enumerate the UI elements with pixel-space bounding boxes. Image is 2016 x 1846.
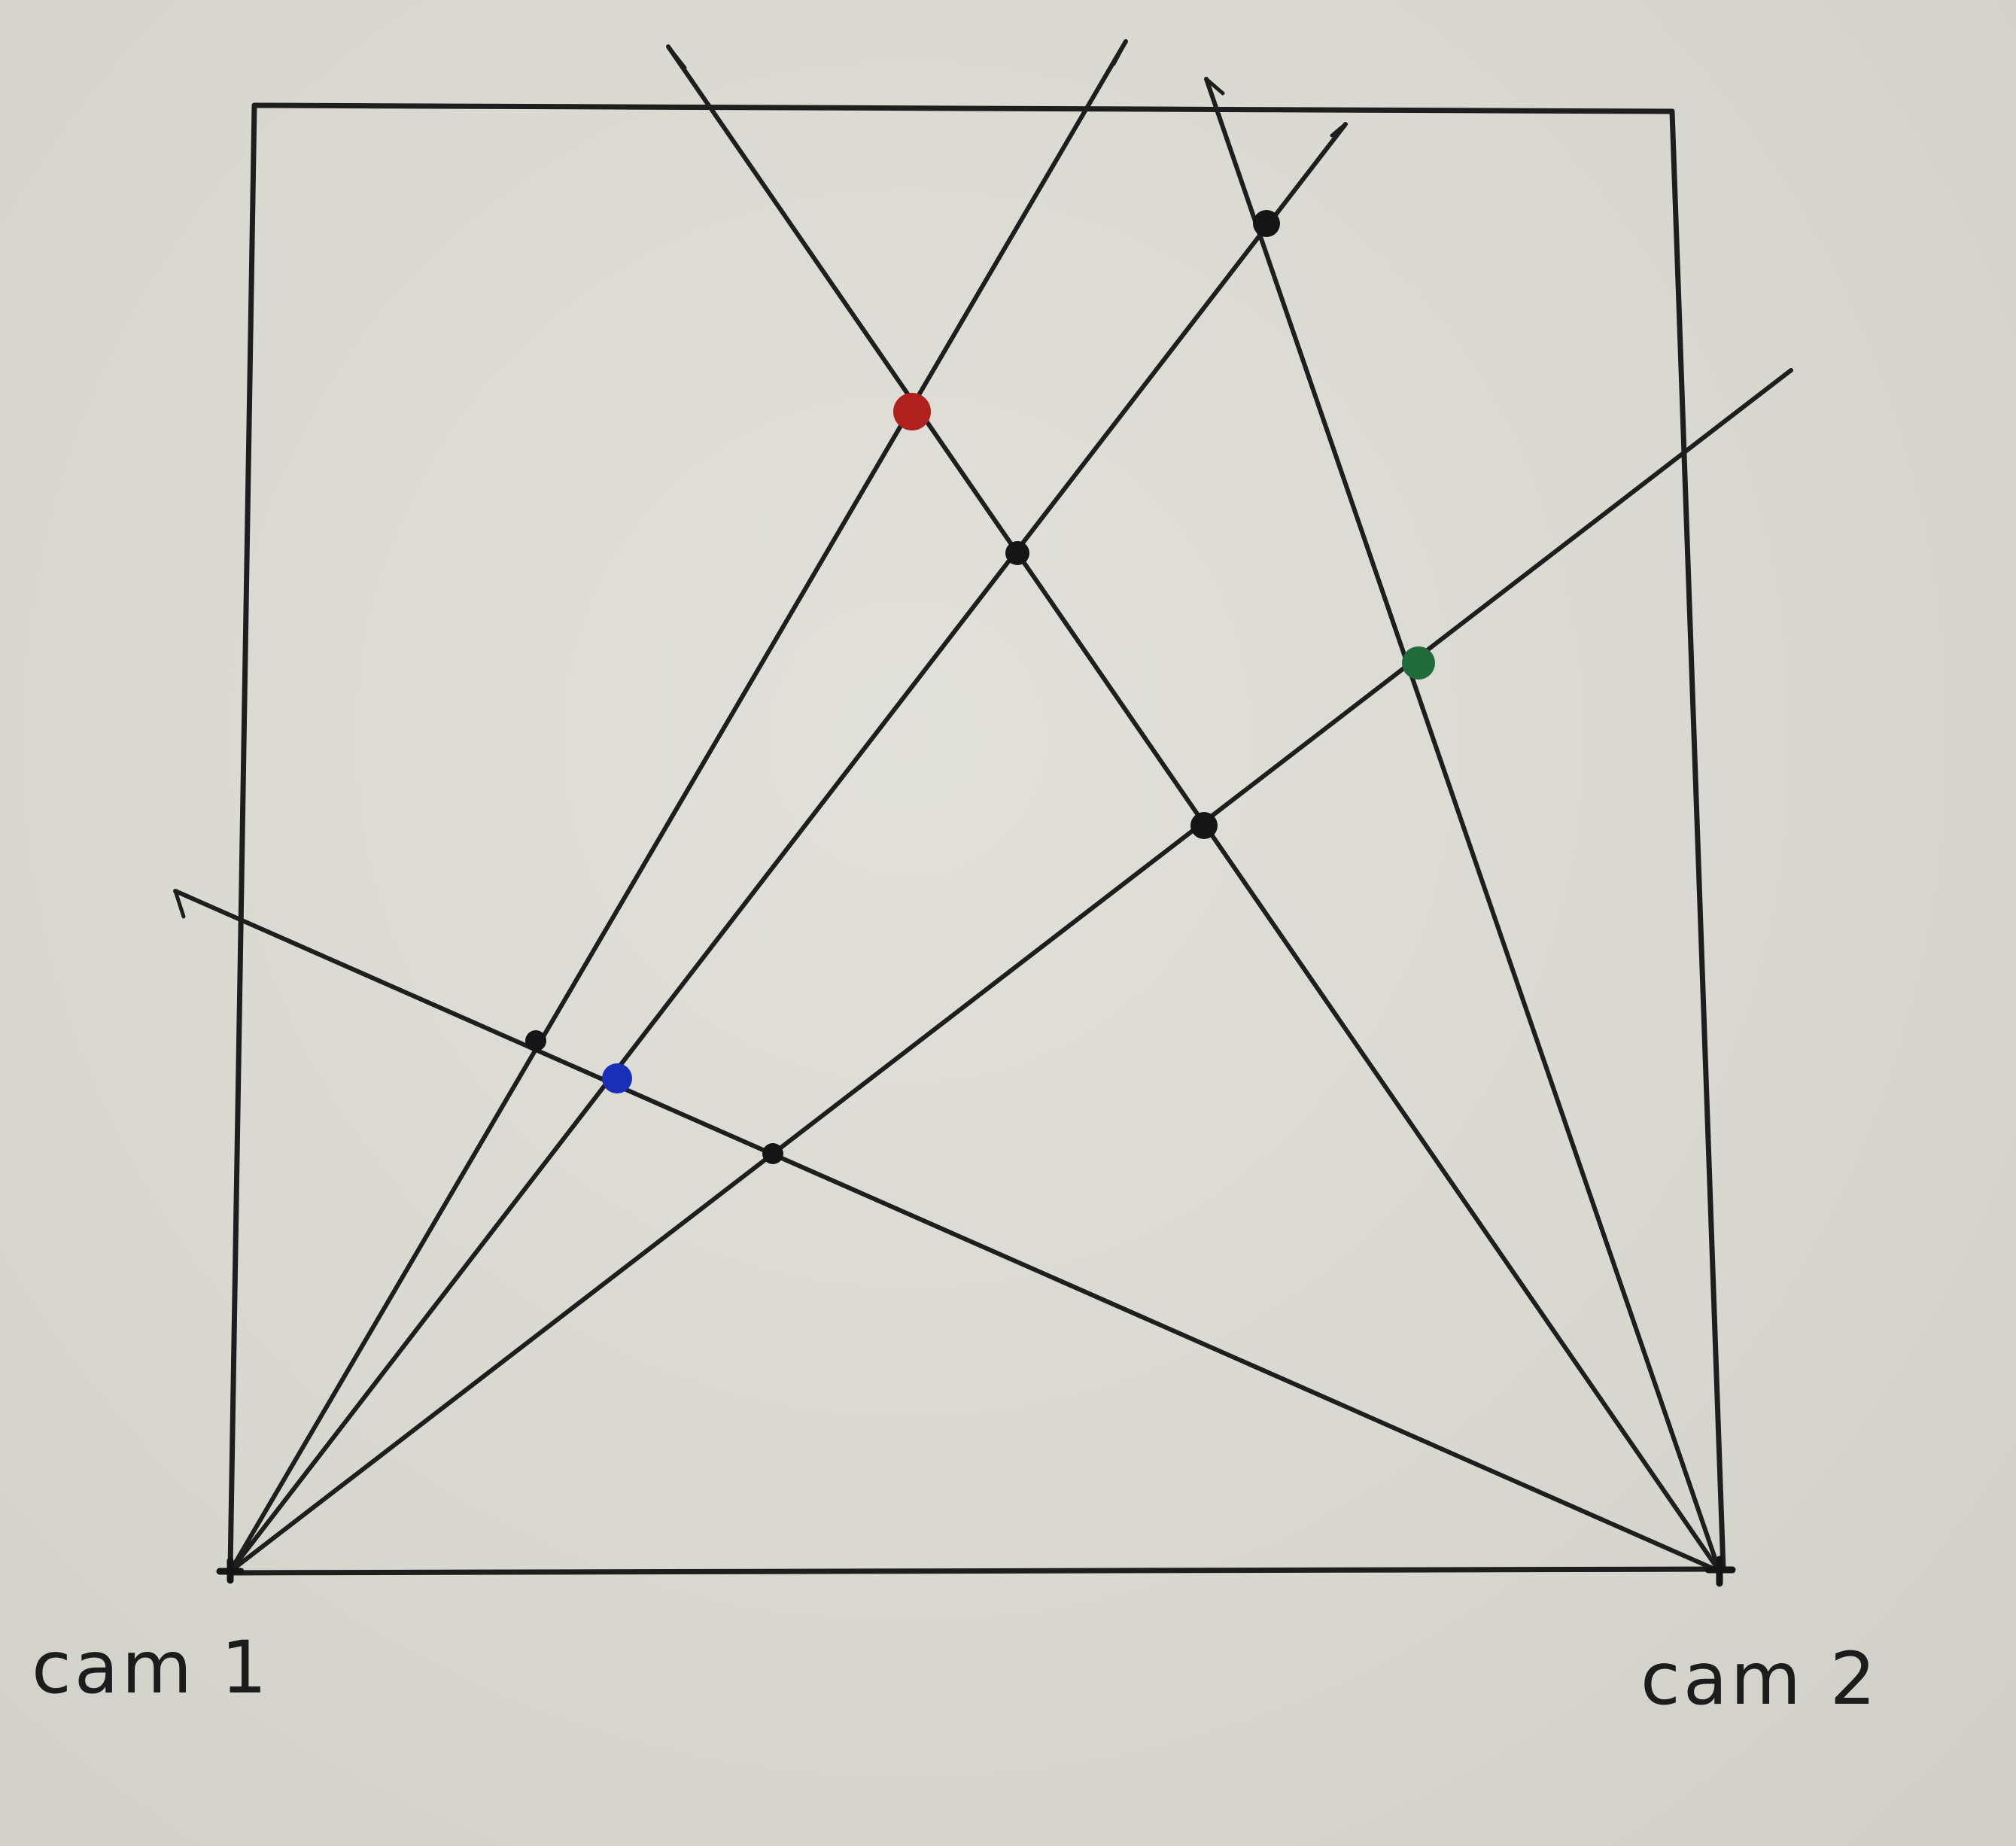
ray-tick xyxy=(666,44,687,70)
cam2-ray-c xyxy=(1204,77,1722,1574)
bounding-square xyxy=(227,102,1726,1576)
cam1-ray-b xyxy=(228,122,1348,1574)
cam2-rays xyxy=(173,44,1722,1574)
cam2-label: cam 2 xyxy=(1640,1637,1879,1721)
black-intersection-point xyxy=(525,1030,546,1051)
ray-tick xyxy=(1204,77,1225,96)
square-right-edge xyxy=(1669,108,1726,1572)
cam2-ray-b xyxy=(666,44,1722,1574)
red-intersection-point xyxy=(893,393,931,430)
blue-intersection-point xyxy=(602,1063,632,1093)
square-top-edge xyxy=(251,102,1675,114)
intersection-points xyxy=(525,210,1435,1164)
ray-tick xyxy=(1330,122,1348,138)
ray-end-ticks xyxy=(173,39,1793,919)
cam1-rays xyxy=(228,39,1793,1574)
black-intersection-point xyxy=(762,1143,783,1164)
square-bottom-edge xyxy=(227,1566,1726,1576)
black-intersection-point xyxy=(1253,210,1280,237)
black-intersection-point xyxy=(1190,812,1218,839)
cam1-ray-a xyxy=(228,39,1128,1574)
ray-tick xyxy=(1111,39,1128,66)
ray-tick xyxy=(1775,368,1793,383)
black-intersection-point xyxy=(1005,541,1029,565)
cam2-ray-a xyxy=(173,889,1722,1574)
ray-tick xyxy=(173,889,186,919)
camera-markers xyxy=(216,1556,1736,1587)
square-left-edge xyxy=(227,102,257,1572)
cam1-label: cam 1 xyxy=(32,1626,270,1710)
cam1-ray-c xyxy=(228,368,1793,1574)
green-intersection-point xyxy=(1402,646,1435,680)
